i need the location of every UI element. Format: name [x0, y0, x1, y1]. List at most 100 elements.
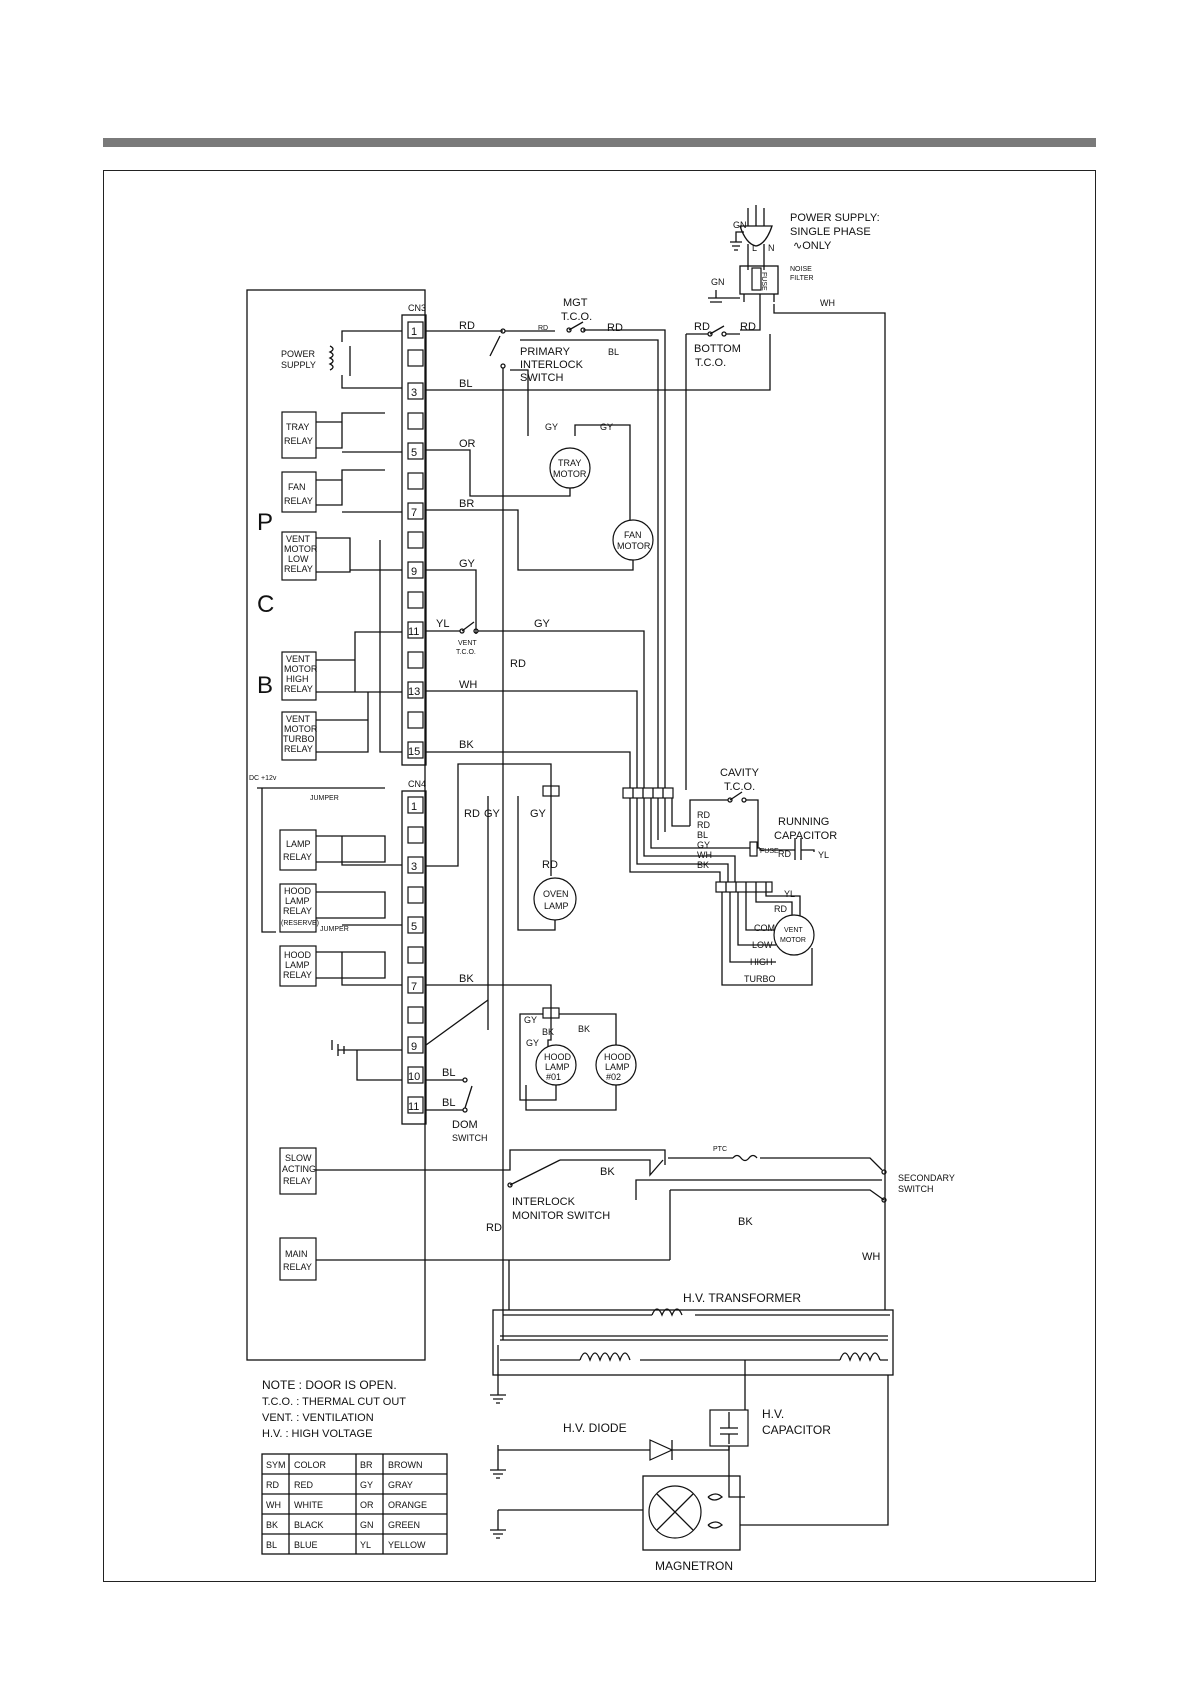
- gn-label-2: GN: [711, 277, 725, 287]
- svg-text:ORANGE: ORANGE: [388, 1500, 427, 1510]
- cn4-pin-boxes: [407, 796, 424, 1114]
- wire-label-wh-c: WH: [697, 850, 712, 860]
- cn3-pin-7: 7: [411, 507, 417, 519]
- svg-text:LAMP: LAMP: [285, 960, 310, 970]
- wire-label-bk-hood2: BK: [578, 1024, 590, 1034]
- vent-tco: [459, 621, 479, 634]
- wire-label-rd-lamp2: RD: [542, 859, 558, 871]
- pcb-ground-icon: [331, 1040, 345, 1056]
- cn3-pin-5: 5: [411, 447, 417, 459]
- wire-label-gy-pin9: GY: [459, 558, 476, 570]
- primary-interlock-switch: [489, 328, 555, 369]
- fan-relay: FAN RELAY: [281, 469, 402, 513]
- running-capacitor-label-2: CAPACITOR: [774, 830, 837, 842]
- wire-label-rd-mgt: RD: [538, 325, 548, 332]
- ptc-resistor: [668, 1154, 883, 1171]
- hv-diode: [649, 1439, 674, 1461]
- hood-lamp-2-label-1: HOOD: [604, 1052, 632, 1062]
- svg-text:BL: BL: [266, 1540, 277, 1550]
- wire-label-rd-cap: RD: [778, 849, 791, 859]
- svg-text:GRAY: GRAY: [388, 1480, 413, 1490]
- cn4-label: CN4: [408, 779, 426, 789]
- pcb-letter-b: B: [257, 672, 273, 699]
- magnetron-ground-icon: [490, 1509, 643, 1539]
- svg-text:RELAY: RELAY: [283, 852, 312, 862]
- wire-label-yl-vent: YL: [784, 889, 795, 899]
- diode-ground-icon: [490, 1445, 506, 1479]
- tray-motor-label-2: MOTOR: [553, 469, 587, 479]
- fan-motor: [612, 519, 654, 561]
- main-relay: MAIN RELAY: [279, 1237, 317, 1281]
- n-label: N: [768, 243, 775, 253]
- svg-text:MOTOR: MOTOR: [284, 544, 318, 554]
- oven-lamp-label-2: LAMP: [544, 901, 569, 911]
- svg-text:MOTOR: MOTOR: [284, 664, 318, 674]
- svg-text:LAMP: LAMP: [286, 839, 311, 849]
- secondary-switch-label-1: SECONDARY: [898, 1173, 955, 1183]
- svg-text:RD: RD: [266, 1480, 279, 1490]
- svg-text:SYM: SYM: [266, 1460, 286, 1470]
- fan-motor-label-1: FAN: [624, 530, 642, 540]
- wire-label-rd-c1: RD: [697, 810, 710, 820]
- svg-text:OR: OR: [360, 1500, 374, 1510]
- tray-relay: TRAY RELAY: [281, 411, 402, 459]
- hood-lamp-1-label-3: #01: [546, 1072, 561, 1082]
- svg-text:LOW: LOW: [288, 554, 309, 564]
- wire-label-rd-bottom2: RD: [740, 321, 756, 333]
- svg-text:GN: GN: [360, 1520, 374, 1530]
- wire-label-rd-pin1: RD: [459, 320, 475, 332]
- wire-label-bl-dom1: BL: [442, 1067, 455, 1079]
- wire-label-yl: YL: [436, 618, 449, 630]
- power-plug: [730, 205, 773, 270]
- cavity-tco-label-1: CAVITY: [720, 767, 760, 779]
- vent-fuse: [749, 841, 758, 857]
- svg-text:MAIN: MAIN: [285, 1249, 308, 1259]
- cn3-pin-boxes: [407, 321, 424, 759]
- cn4-pin-7: 7: [411, 981, 417, 993]
- harness-connector-1: [622, 787, 760, 884]
- cn3-pin-1: 1: [411, 326, 417, 338]
- wire-label-gy-hood2: GY: [526, 1038, 539, 1048]
- oven-lamp-connector: [542, 785, 560, 797]
- cn4-connector: [401, 790, 427, 1125]
- wire-label-bk-hood: BK: [459, 973, 474, 985]
- wire-label-gy-c: GY: [697, 840, 710, 850]
- ptc-label: PTC: [713, 1146, 727, 1153]
- pcb-letter-p: P: [257, 509, 273, 536]
- svg-text:HIGH: HIGH: [286, 674, 309, 684]
- vent-tco-label-1: VENT: [458, 640, 477, 647]
- svg-text:RELAY: RELAY: [283, 1176, 312, 1186]
- noise-filter-label-2: FILTER: [790, 275, 814, 282]
- wire-label-br: BR: [459, 498, 474, 510]
- dc-12v-label: DC +12v: [249, 775, 277, 782]
- svg-text:SLOW: SLOW: [285, 1153, 312, 1163]
- note-tco: T.C.O. : THERMAL CUT OUT: [262, 1396, 406, 1408]
- wire-label-rd-vent: RD: [774, 904, 787, 914]
- diagram-frame: [103, 170, 1096, 1582]
- primary-interlock-label-1: PRIMARY: [520, 346, 571, 358]
- svg-text:VENT: VENT: [286, 654, 311, 664]
- svg-text:WHITE: WHITE: [294, 1500, 323, 1510]
- bottom-tco-label-1: BOTTOM: [694, 343, 741, 355]
- dom-switch: [462, 1077, 473, 1113]
- power-supply-main-label-1: POWER SUPPLY:: [790, 212, 880, 224]
- wire-label-rd-bottom1: RD: [694, 321, 710, 333]
- note-hv: H.V. : HIGH VOLTAGE: [262, 1428, 372, 1440]
- cn3-connector: [401, 314, 427, 766]
- wire-label-bk-c: BK: [697, 860, 709, 870]
- transformer-ground-icon: [490, 1345, 506, 1404]
- vent-tco-label-2: T.C.O.: [456, 649, 476, 656]
- primary-interlock-label-3: SWITCH: [520, 372, 563, 384]
- fuse-label: FUSE: [760, 272, 767, 291]
- svg-text:FAN: FAN: [288, 482, 306, 492]
- interlock-monitor-switch: [507, 1159, 664, 1188]
- svg-text:RELAY: RELAY: [284, 564, 313, 574]
- power-supply-main-label-3: ∿ONLY: [793, 240, 832, 252]
- wire-label-wh-sec: WH: [862, 1251, 880, 1263]
- cn4-pin-10: 10: [408, 1071, 420, 1083]
- cn3-pin-15: 15: [408, 746, 420, 758]
- l-label: L: [752, 243, 757, 253]
- jumper-label-1: JUMPER: [310, 795, 339, 802]
